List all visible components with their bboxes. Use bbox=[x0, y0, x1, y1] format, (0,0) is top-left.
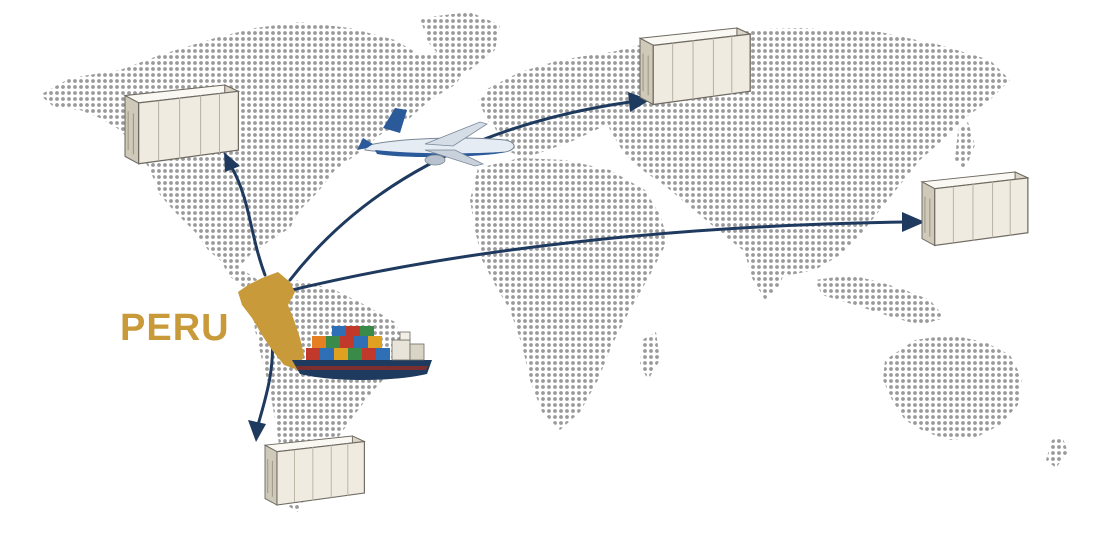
origin-country-label: PERU bbox=[120, 307, 230, 349]
cargo-container-icon bbox=[639, 27, 751, 106]
route-arrow-icon bbox=[902, 212, 925, 232]
route-arrow-icon bbox=[224, 152, 240, 172]
route-arrow-icon bbox=[248, 420, 266, 442]
route-to-asia bbox=[290, 220, 907, 292]
route-to-north-america bbox=[230, 166, 267, 277]
airplane-icon bbox=[357, 108, 515, 167]
peru-country-shape bbox=[238, 272, 304, 370]
cargo-ship-icon bbox=[292, 326, 432, 380]
route-to-europe bbox=[288, 100, 632, 282]
route-arrow-icon bbox=[628, 92, 650, 112]
cargo-container-icon bbox=[264, 435, 365, 506]
cargo-container-icon bbox=[921, 171, 1029, 247]
cargo-container-icon bbox=[124, 84, 240, 165]
